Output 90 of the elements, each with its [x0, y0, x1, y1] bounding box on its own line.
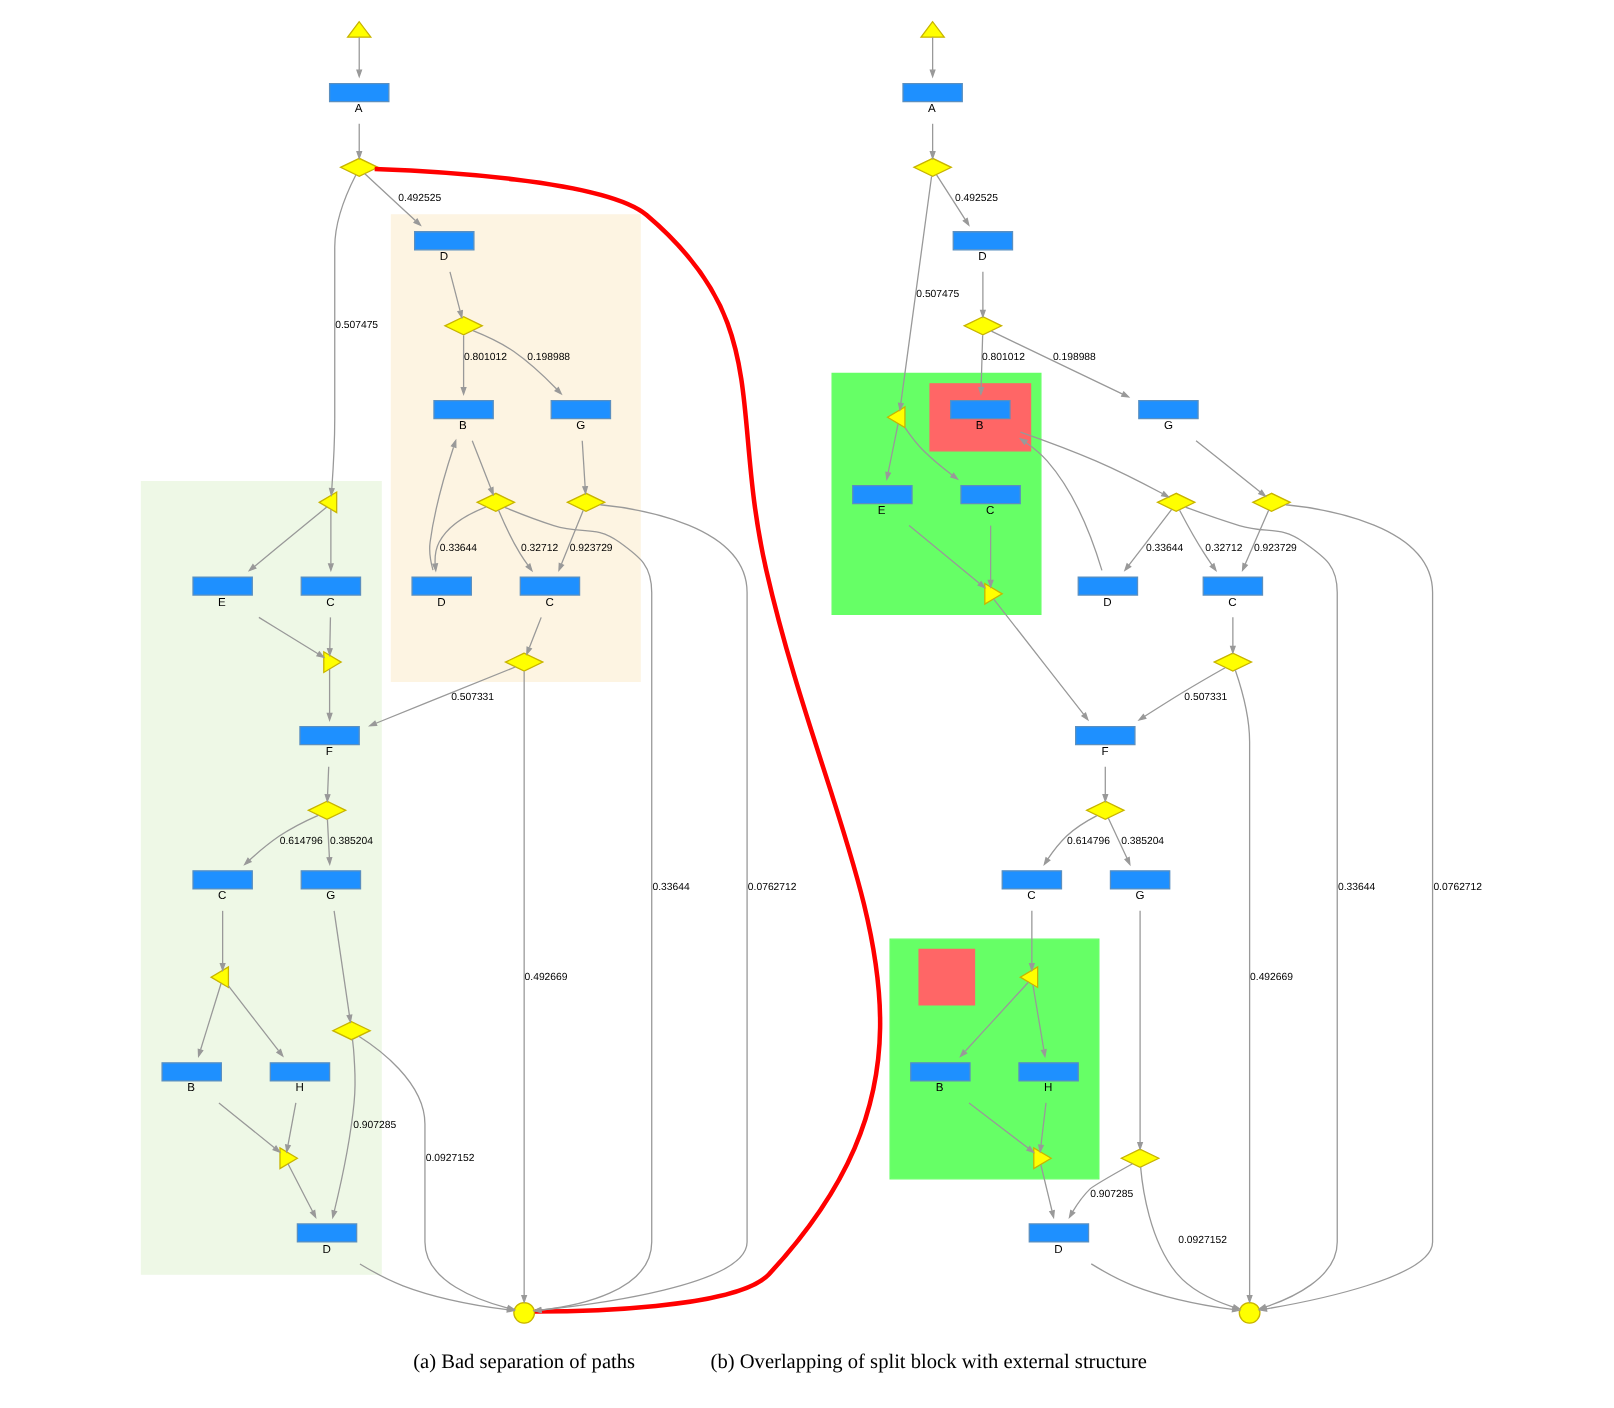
arrow [990, 330, 1131, 398]
node-diamond [339, 157, 380, 178]
arrow [1037, 1102, 1047, 1154]
arrow [324, 766, 331, 804]
arrow [326, 668, 333, 722]
node-box [918, 948, 976, 1006]
arrow [532, 504, 748, 1314]
arrow [471, 440, 494, 497]
arrow [472, 330, 563, 396]
arrow [258, 616, 326, 659]
arrow [1032, 984, 1047, 1059]
arrow [1137, 667, 1226, 721]
node-diamond [504, 652, 545, 672]
arrow [333, 910, 353, 1024]
arrow [521, 670, 528, 1305]
arrow [904, 426, 960, 481]
arrow [1040, 1164, 1055, 1220]
arrow [227, 985, 284, 1058]
arrow [1043, 815, 1098, 866]
node-diamond [306, 800, 348, 821]
arrow [959, 981, 1029, 1058]
arrow [1107, 817, 1131, 867]
node-circle [513, 1301, 536, 1324]
node-diamond [475, 492, 516, 513]
arrow [1178, 509, 1218, 572]
arrow [935, 174, 970, 227]
cluster [831, 372, 1042, 616]
arrow [1234, 669, 1253, 1305]
arrow [431, 506, 487, 573]
arrow [328, 174, 357, 497]
arrow [1018, 437, 1103, 571]
node-diamond [1212, 652, 1254, 672]
node-diamond [443, 316, 484, 336]
arrow [968, 1102, 1036, 1154]
cluster [889, 938, 1100, 1180]
arrow [331, 1038, 356, 1220]
node-triangle [346, 20, 373, 38]
arrow [558, 509, 584, 573]
arrow [987, 524, 994, 589]
arrow [429, 438, 457, 571]
label: (b) Overlapping of split block with external structure [710, 1351, 1147, 1374]
arrow [1229, 616, 1237, 655]
arrow [460, 334, 467, 397]
arrow [327, 508, 335, 573]
arrow [908, 524, 987, 589]
arrow [526, 616, 542, 656]
arrow [979, 271, 987, 319]
arrow [497, 509, 534, 573]
node-diamond [912, 157, 953, 178]
node-diamond [1085, 800, 1126, 821]
arrow [219, 910, 226, 973]
node-triangle [318, 490, 338, 514]
arrow [197, 982, 222, 1058]
arrow [218, 1102, 282, 1154]
arrow [287, 1163, 317, 1220]
arrow [929, 36, 936, 79]
arrow [1019, 431, 1171, 498]
arrow [326, 818, 333, 867]
arrow [356, 123, 363, 161]
node-diamond [331, 1020, 372, 1041]
arrow [1123, 508, 1173, 572]
node-diamond [565, 492, 607, 513]
node-circle [1238, 1301, 1261, 1324]
node-diamond [1119, 1148, 1161, 1168]
arrow [1068, 1163, 1134, 1219]
arrow [993, 598, 1089, 722]
arrow [284, 1102, 297, 1154]
node-triangle [886, 405, 906, 429]
arrow [897, 175, 933, 412]
arrow [1136, 910, 1144, 1151]
node-diamond [962, 316, 1004, 336]
arrow [1102, 766, 1109, 804]
arrow [449, 271, 464, 320]
arrow [929, 123, 936, 161]
arrow [326, 616, 333, 658]
arrow [247, 506, 328, 572]
arrow [581, 440, 589, 496]
node-triangle [919, 20, 946, 38]
arrow [1195, 440, 1267, 498]
arrow [885, 423, 899, 481]
arrow [356, 36, 363, 79]
node-triangle [984, 582, 1004, 606]
arrow [1241, 509, 1270, 573]
node-diamond [1251, 492, 1292, 513]
label: (a) Bad separation of paths [413, 1351, 636, 1374]
arrow [364, 173, 422, 227]
arrow [243, 814, 319, 866]
arrow [368, 666, 516, 727]
arrow [1028, 910, 1035, 973]
arrow [978, 334, 985, 397]
